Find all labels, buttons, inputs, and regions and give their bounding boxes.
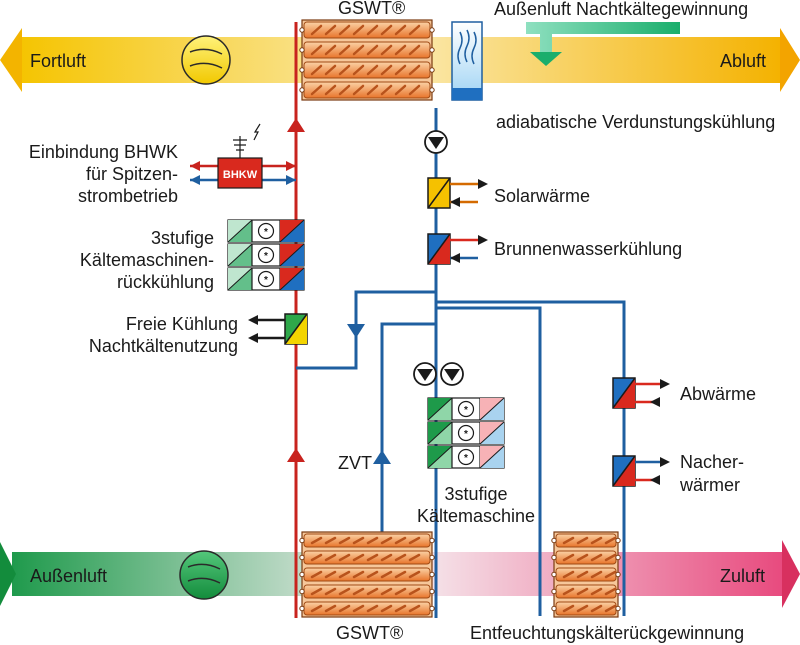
free-cooling-label-line2: Nachtkältenutzung [89,336,238,356]
reheater-heat-exchanger-icon [612,455,670,487]
aussenluft-arrow-tail [0,542,16,606]
svg-text:*: * [464,405,468,416]
gswt-bottom-label: GSWT® [336,623,403,643]
abluft-arrow-head [780,28,800,92]
fortluft-label: Fortluft [30,51,86,71]
flow-arrow-up-icon [373,450,391,464]
svg-text:*: * [264,251,268,262]
chiller-stack: * * * [427,397,505,469]
supply-fan-icon [179,550,229,600]
zvt-label: ZVT [338,453,372,473]
recooling-label-line3: rückkühlung [117,272,214,292]
night-air-arrow-icon [526,22,680,66]
flow-arrow-up-icon [287,118,305,132]
waste-heat-exchanger-icon [612,377,670,409]
solar-heat-exchanger-icon [427,177,488,209]
well-water-heat-exchanger-icon [427,233,488,265]
zuluft-arrow-head [782,540,800,608]
chiller-label-line1: 3stufige [444,484,507,504]
adiabatic-label: adiabatische Verdunstungskühlung [496,112,775,132]
chiller-label-line2: Kältemaschine [417,506,535,526]
gswt-heat-exchanger-top [299,19,435,101]
recooling-label-line1: 3stufige [151,228,214,248]
well-water-label: Brunnenwasserkühlung [494,239,682,259]
zuluft-label: Zuluft [720,566,765,586]
entfeuchtung-label: Entfeuchtungskälterückgewinnung [470,623,744,643]
abluft-label: Abluft [720,51,766,71]
gswt-heat-exchanger-bottom [299,531,435,618]
svg-text:*: * [264,275,268,286]
svg-text:*: * [464,429,468,440]
free-cooling-label-line1: Freie Kühlung [126,314,238,334]
reheater-label-line2: wärmer [679,475,740,495]
aussenluft-nacht-label: Außenluft Nachtkältegewinnung [494,0,748,19]
adiabatic-cooler-icon [451,21,483,101]
svg-text:*: * [464,453,468,464]
chiller-recooling-stack: * * * [227,219,305,291]
entfeuchtung-heat-exchanger [551,531,621,618]
bhwk-label-line1: Einbindung BHWK [29,142,178,162]
svg-text:*: * [264,227,268,238]
bhkw-box-label: BHKW [223,169,258,181]
recooling-label-line2: Kältemaschinen- [80,250,214,270]
reheater-label-line1: Nacher- [680,452,744,472]
flow-arrow-down-icon [347,324,365,338]
solar-label: Solarwärme [494,186,590,206]
bhwk-label-line3: strombetrieb [78,186,178,206]
exhaust-fan-icon [181,35,231,85]
bhkw-unit-icon: BHKW [190,123,296,189]
waste-heat-label: Abwärme [680,384,756,404]
flow-arrow-up-icon [287,448,305,462]
free-cooling-heat-exchanger-icon [248,313,308,345]
pump-pair-icon [413,362,464,386]
bhwk-label-line2: für Spitzen- [86,164,178,184]
pump-icon [424,130,448,154]
gswt-top-label: GSWT® [338,0,405,18]
aussenluft-label: Außenluft [30,566,107,586]
fortluft-arrow-head [0,28,22,92]
